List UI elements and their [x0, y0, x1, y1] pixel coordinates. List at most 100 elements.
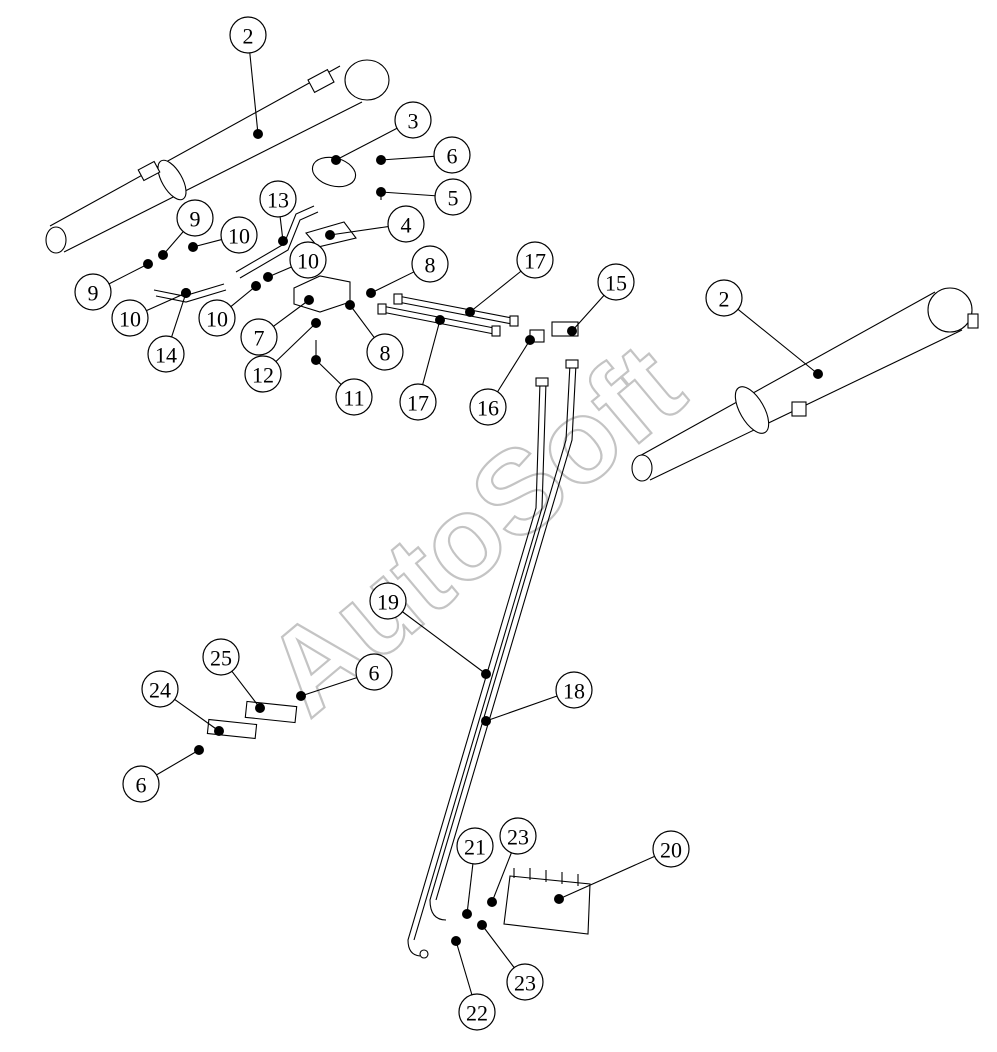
- callout-number: 2: [243, 24, 254, 49]
- callout-number: 10: [228, 224, 250, 249]
- callout-10: 10: [220, 216, 258, 254]
- callout-10: 10: [111, 299, 149, 337]
- callout-circle: [202, 638, 240, 676]
- leader-line-14: [171, 292, 187, 338]
- callout-circle: [456, 827, 494, 865]
- part-marker-dot-6: [376, 155, 386, 165]
- callout-circle: [399, 383, 437, 421]
- callout-number: 17: [407, 391, 429, 416]
- callout-number: 23: [507, 825, 529, 850]
- leader-line-9: [162, 231, 184, 256]
- leader-line-6: [380, 155, 435, 161]
- leader-line-18: [485, 695, 558, 722]
- callout-7: 7: [240, 318, 278, 356]
- callout-circle: [499, 817, 537, 855]
- callout-circle: [147, 335, 185, 373]
- callout-number: 6: [136, 773, 147, 798]
- callout-number: 10: [119, 307, 141, 332]
- part-marker-dot-13: [278, 236, 288, 246]
- callout-number: 10: [297, 249, 319, 274]
- part-marker-dot-23: [477, 920, 487, 930]
- leader-line-20: [558, 855, 655, 900]
- part-marker-dot-6: [194, 745, 204, 755]
- callout-12: 12: [244, 355, 282, 393]
- part-marker-dot-24: [214, 726, 224, 736]
- part-marker-dot-8: [345, 300, 355, 310]
- callout-number: 7: [254, 326, 265, 351]
- callout-circle: [335, 378, 373, 416]
- callout-19: 19: [369, 582, 407, 620]
- leader-line-6: [156, 749, 200, 776]
- leader-line-5: [380, 191, 436, 197]
- part-marker-dot-5: [376, 187, 386, 197]
- part-marker-dot-23: [487, 897, 497, 907]
- part-marker-dot-8: [366, 288, 376, 298]
- callout-23: 23: [499, 817, 537, 855]
- callout-labels: 2236549910131010101478812111717151619182…: [74, 16, 743, 1031]
- callout-number: 2: [719, 287, 730, 312]
- callout-14: 14: [147, 335, 185, 373]
- leader-line-10: [230, 285, 257, 308]
- leader-line-8: [370, 271, 415, 294]
- callout-number: 17: [524, 249, 546, 274]
- callout-number: 15: [605, 271, 627, 296]
- callout-11: 11: [335, 378, 373, 416]
- callout-circle: [198, 299, 236, 337]
- callout-8: 8: [411, 245, 449, 283]
- part-marker-dot-21: [462, 909, 472, 919]
- callout-number: 9: [88, 281, 99, 306]
- leader-line-12: [275, 322, 317, 362]
- leader-line-11: [315, 359, 342, 385]
- callout-circle: [411, 245, 449, 283]
- leader-line-19: [402, 611, 487, 675]
- callout-number: 9: [190, 207, 201, 232]
- callout-17: 17: [516, 241, 554, 279]
- callout-21: 21: [456, 827, 494, 865]
- callout-5: 5: [434, 178, 472, 216]
- leader-line-21: [466, 863, 474, 915]
- callout-circle: [141, 670, 179, 708]
- callout-circle: [555, 671, 593, 709]
- callout-number: 16: [477, 396, 499, 421]
- part-marker-dot-4: [325, 230, 335, 240]
- part-marker-dot-18: [481, 716, 491, 726]
- part-marker-dot-7: [304, 295, 314, 305]
- part-marker-dot-2: [813, 369, 823, 379]
- callout-24: 24: [141, 670, 179, 708]
- callout-circle: [220, 216, 258, 254]
- callout-circle: [652, 830, 690, 868]
- callout-number: 10: [206, 307, 228, 332]
- callout-6: 6: [355, 653, 393, 691]
- callout-13: 13: [259, 180, 297, 218]
- part-marker-dot-9: [143, 259, 153, 269]
- leader-line-23: [491, 852, 512, 903]
- leader-line-17: [422, 319, 441, 385]
- leader-line-22: [455, 940, 473, 995]
- callout-number: 3: [408, 109, 419, 134]
- leader-line-4: [329, 226, 389, 236]
- leader-line-24: [174, 698, 220, 732]
- callout-3: 3: [394, 101, 432, 139]
- callout-number: 4: [401, 213, 412, 238]
- callout-circle: [240, 318, 278, 356]
- callout-number: 18: [563, 679, 585, 704]
- leader-line-2: [737, 308, 819, 375]
- callout-number: 6: [369, 661, 380, 686]
- callout-circle: [74, 273, 112, 311]
- tubes-part-17: [377, 293, 519, 337]
- callout-25: 25: [202, 638, 240, 676]
- leader-line-3: [335, 127, 398, 161]
- callout-number: 8: [425, 253, 436, 278]
- part-marker-dot-11: [311, 355, 321, 365]
- pipe-part-13: [235, 205, 315, 273]
- leader-line-23: [481, 924, 515, 968]
- part-marker-dot-22: [451, 936, 461, 946]
- part-marker-dot-17: [465, 307, 475, 317]
- leader-lines: [108, 52, 823, 995]
- leader-line-16: [497, 339, 531, 393]
- callout-circle: [366, 333, 404, 371]
- part-marker-dot-19: [481, 669, 491, 679]
- callout-number: 13: [267, 188, 289, 213]
- callout-15: 15: [597, 263, 635, 301]
- part-marker-dot-3: [331, 155, 341, 165]
